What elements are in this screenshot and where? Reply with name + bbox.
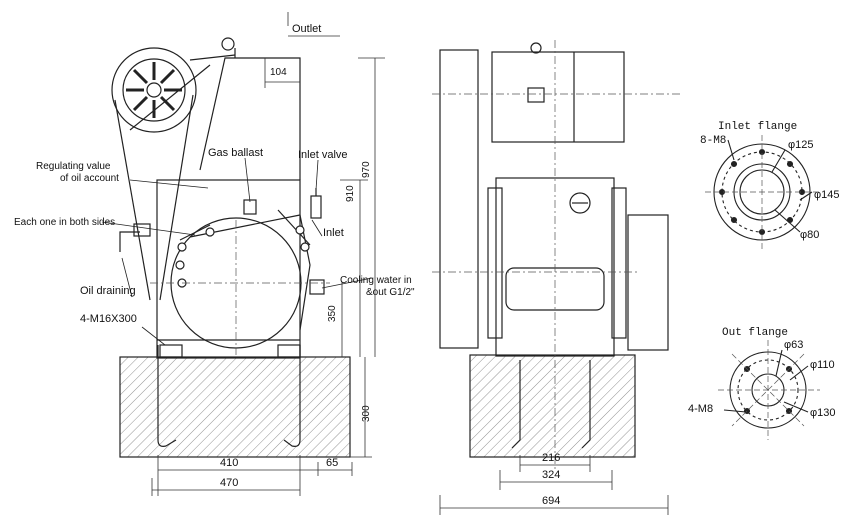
foundation-block-front [469,354,636,458]
dim-910: 910 [345,185,356,202]
side-view [111,37,351,458]
dim-324: 324 [542,469,561,481]
side-dimension-lines [151,12,385,496]
oil-draining-label: Oil draining [80,285,136,297]
front-dimension-lines [439,455,669,515]
out-flange-outer-diameter: φ130 [810,407,836,419]
anchor-bolt [157,345,177,447]
dim-970: 970 [361,161,372,178]
cooling-water-fitting [309,279,325,295]
dim-410: 410 [220,457,239,469]
out-flange-holes: 4-M8 [688,403,714,415]
out-flange-bolt-diameter: φ110 [810,359,835,371]
front-view [432,40,680,470]
dim-65: 65 [326,457,339,469]
dim-350: 350 [327,305,338,322]
out-flange-drawing [718,340,820,440]
outlet-label: Outlet [292,23,322,35]
motor-housing [199,57,301,180]
fan-spokes [126,62,182,118]
inlet-flange-bolt-diameter: φ125 [788,139,814,151]
inlet-valve-label: Inlet valve [298,149,348,161]
motor-front [491,51,625,143]
dim-300: 300 [361,405,372,422]
inlet-flange-holes: 8-M8 [700,135,727,147]
regulating-valve-label-line2: of oil account [60,173,119,184]
each-one-both-sides-label: Each one in both sides [14,217,116,228]
inlet-flange-outer-diameter: φ145 [814,189,840,201]
inlet-flange-inner-diameter: φ80 [800,229,820,241]
inlet-valve [310,195,322,219]
anchor-bolts-label: 4-M16X300 [80,313,137,325]
out-flange-title: Out flange [722,327,789,339]
cooling-water-label-line2: &out G1/2" [366,287,415,298]
anchor-bolt [283,345,301,447]
regulating-valve-label: Regulating value [36,161,111,172]
out-flange-inner-diameter: φ63 [784,339,804,351]
fan-wheel [111,47,197,133]
gauge-icon [569,192,591,214]
oil-drain-pipe [119,231,140,252]
anchor-bolt [511,360,521,449]
dim-470: 470 [220,477,239,489]
flange-bolts [175,225,310,288]
gas-ballast-label: Gas ballast [208,147,264,159]
anchor-bolt [581,360,591,449]
cooling-water-label: Cooling water in [340,275,412,286]
inlet-flange-drawing [705,135,820,250]
leader-lines [101,157,373,346]
foundation-block [119,356,351,458]
dim-104: 104 [270,67,287,78]
inlet-flange-title: Inlet flange [718,121,798,133]
belt-guard [439,49,479,349]
dim-216: 216 [542,452,561,464]
inlet-label: Inlet [323,227,344,239]
lifting-eye [221,37,235,51]
dim-694: 694 [542,495,561,507]
gas-ballast-valve [243,199,257,215]
belt [114,99,151,301]
flywheel [627,214,669,351]
